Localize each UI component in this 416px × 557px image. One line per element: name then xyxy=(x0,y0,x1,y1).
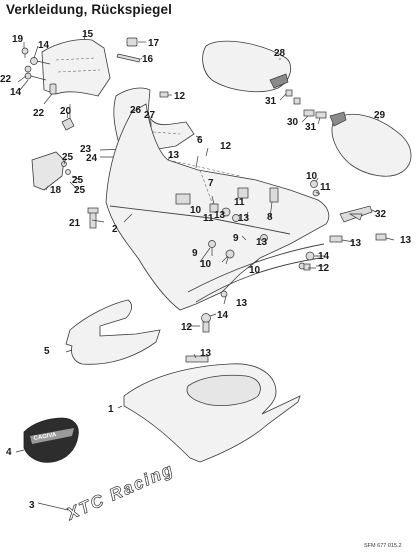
callout-11-b: 11 xyxy=(234,197,245,208)
callout-24: 24 xyxy=(86,153,98,164)
callout-29: 29 xyxy=(374,110,386,121)
callout-17: 17 xyxy=(148,38,160,49)
callout-12-c: 12 xyxy=(318,263,330,274)
part-5-lower-fairing xyxy=(65,299,161,365)
screw-12a xyxy=(159,91,172,98)
part-18-bracket xyxy=(31,151,71,191)
callout-30: 30 xyxy=(287,117,299,128)
callout-10-a: 10 xyxy=(190,205,202,216)
callout-21: 21 xyxy=(69,218,81,229)
right-hardware xyxy=(298,233,387,271)
callout-8: 8 xyxy=(267,212,273,223)
callout-13-f: 13 xyxy=(400,235,412,246)
callout-13-a: 13 xyxy=(168,150,180,161)
part-29-mirror-right xyxy=(329,111,412,177)
callout-26: 26 xyxy=(130,105,142,116)
callout-32: 32 xyxy=(375,209,387,220)
callout-1: 1 xyxy=(108,404,114,415)
callout-28: 28 xyxy=(274,48,286,59)
callout-19: 19 xyxy=(12,34,24,45)
callout-leaders xyxy=(17,42,395,359)
part-15-windscreen xyxy=(41,31,111,97)
callout-labels: 15 17 16 19 14 22 14 22 20 12 26 27 6 23… xyxy=(0,29,412,511)
mirror-screws-31-30 xyxy=(279,89,327,125)
callout-13-d: 13 xyxy=(256,237,268,248)
callout-18: 18 xyxy=(50,185,62,196)
callout-12-b: 12 xyxy=(220,141,232,152)
callout-22-a: 22 xyxy=(0,74,12,85)
callout-13-b: 13 xyxy=(214,210,226,221)
part-17-clip xyxy=(126,37,146,47)
callout-14-d: 14 xyxy=(217,310,229,321)
callout-7: 7 xyxy=(208,178,214,189)
callout-14-c: 14 xyxy=(318,251,330,262)
callout-10-b: 10 xyxy=(306,171,318,182)
page-title: Verkleidung, Rückspiegel xyxy=(6,2,172,17)
screw-21 xyxy=(87,207,99,229)
callout-9-b: 9 xyxy=(192,248,198,259)
callout-25-b: 25 xyxy=(72,175,84,186)
callout-11-c: 11 xyxy=(320,182,331,193)
screw-12-washer-14-bottom xyxy=(201,313,217,333)
callout-5: 5 xyxy=(44,346,50,357)
part-4-badge-decal: CAGIVA xyxy=(15,417,79,463)
callout-10-c: 10 xyxy=(200,259,212,270)
callout-25-c: 25 xyxy=(74,185,86,196)
part-3-racing-decal: XTC Racing xyxy=(37,459,177,524)
part-1-belly-pan xyxy=(117,363,301,463)
callout-14-b: 14 xyxy=(10,87,22,98)
callout-14-a: 14 xyxy=(38,40,50,51)
callout-6: 6 xyxy=(197,135,203,146)
part-28-mirror-left xyxy=(202,40,292,93)
callout-11-a: 11 xyxy=(203,213,214,224)
callout-31-b: 31 xyxy=(305,122,317,133)
racing-decal-text: XTC Racing xyxy=(63,459,177,524)
callout-31-a: 31 xyxy=(265,96,277,107)
badge-logo-text: CAGIVA xyxy=(33,432,57,442)
part-32-bracket xyxy=(339,205,377,223)
callout-12-a: 12 xyxy=(174,91,186,102)
callout-12-d: 12 xyxy=(181,322,193,333)
callout-27: 27 xyxy=(144,110,156,121)
callout-25-a: 25 xyxy=(62,152,74,163)
part-20-clip xyxy=(61,111,75,131)
part-16-rod xyxy=(116,53,143,63)
callout-4: 4 xyxy=(6,447,12,458)
callout-13-e: 13 xyxy=(350,238,362,249)
callout-2: 2 xyxy=(112,224,118,235)
reference-code: SFM 677 015.2 xyxy=(364,543,402,549)
callout-13-h: 13 xyxy=(200,348,212,359)
fairing-hardware xyxy=(175,155,320,363)
callout-10-d: 10 xyxy=(249,265,261,276)
callout-15: 15 xyxy=(82,29,94,40)
callout-9-a: 9 xyxy=(233,233,239,244)
callout-23: 23 xyxy=(80,144,92,155)
callout-13-g: 13 xyxy=(236,298,248,309)
callout-20: 20 xyxy=(60,106,72,117)
callout-16: 16 xyxy=(142,54,154,65)
callout-13-c: 13 xyxy=(238,213,250,224)
callout-3: 3 xyxy=(29,500,35,511)
callout-22-b: 22 xyxy=(33,108,45,119)
